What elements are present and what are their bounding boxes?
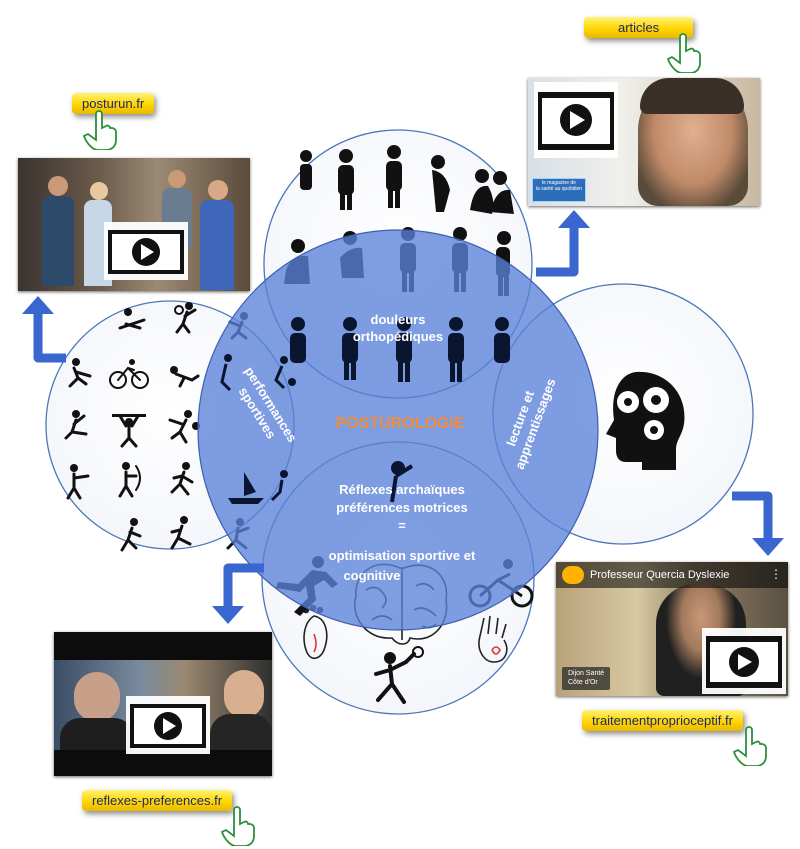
arrow-to-traitement xyxy=(732,491,773,540)
play-icon[interactable] xyxy=(702,628,786,694)
arrow-to-articles xyxy=(536,226,579,277)
badge-line1: le magazine de xyxy=(542,180,576,186)
tennis-player-icon xyxy=(374,646,424,704)
channel-logo xyxy=(562,566,584,584)
pain-icons-overlay xyxy=(220,317,510,504)
pain-label-line2: orthopédiques xyxy=(353,329,443,344)
video-dyslexie[interactable]: Professeur Quercia Dyslexie ⋮ Dijon Sant… xyxy=(556,562,788,696)
articles-link[interactable]: articles xyxy=(584,17,694,38)
more-options-icon[interactable]: ⋮ xyxy=(770,567,782,581)
play-icon[interactable] xyxy=(534,82,618,158)
center-title: POSTUROLOGIE xyxy=(336,415,465,432)
play-icon[interactable] xyxy=(104,222,188,280)
caption-line2: Côte d'Or xyxy=(568,678,598,686)
caption-line1: Dijon Santé xyxy=(568,670,605,678)
arrow-to-posturun xyxy=(33,312,66,363)
hand-pointer-icon[interactable] xyxy=(220,806,256,846)
reflexes-label-line3: = xyxy=(398,518,406,533)
arrow-to-reflexes xyxy=(223,563,264,608)
video-posturun[interactable] xyxy=(18,158,250,291)
reflexes-link[interactable]: reflexes-preferences.fr xyxy=(82,790,233,811)
arrows xyxy=(33,226,773,608)
tv-badge: le magazine de la santé au quotidien xyxy=(532,178,586,202)
traitement-link[interactable]: traitementproprioceptif.fr xyxy=(582,710,743,731)
channel-caption: Dijon Santé Côte d'Or xyxy=(562,667,611,690)
badge-line2: la santé au quotidien xyxy=(535,185,583,192)
reflexes-label-line1: Réflexes archaïques xyxy=(339,482,465,497)
hand-pointer-icon[interactable] xyxy=(732,726,768,766)
video-title: Professeur Quercia Dyslexie xyxy=(590,569,730,581)
hand-pointer-icon[interactable] xyxy=(666,33,702,73)
video-articles[interactable]: le magazine de la santé au quotidien xyxy=(528,78,760,206)
arrow-heads xyxy=(22,210,784,624)
reflexes-label-line4: optimisation sportive et xyxy=(329,548,476,563)
hand-pointer-icon[interactable] xyxy=(82,110,118,150)
video-reflexes[interactable] xyxy=(54,632,272,776)
reflexes-label-line2: préférences motrices xyxy=(336,500,468,515)
hand-icon xyxy=(478,615,508,663)
reflexes-label-line5: cognitive xyxy=(343,568,400,583)
video-title-bar: Professeur Quercia Dyslexie xyxy=(556,562,788,588)
play-icon[interactable] xyxy=(126,696,210,754)
posturun-link[interactable]: posturun.fr xyxy=(72,93,155,114)
pain-label-line1: douleurs xyxy=(371,312,426,327)
head-gears-icon xyxy=(606,371,685,470)
